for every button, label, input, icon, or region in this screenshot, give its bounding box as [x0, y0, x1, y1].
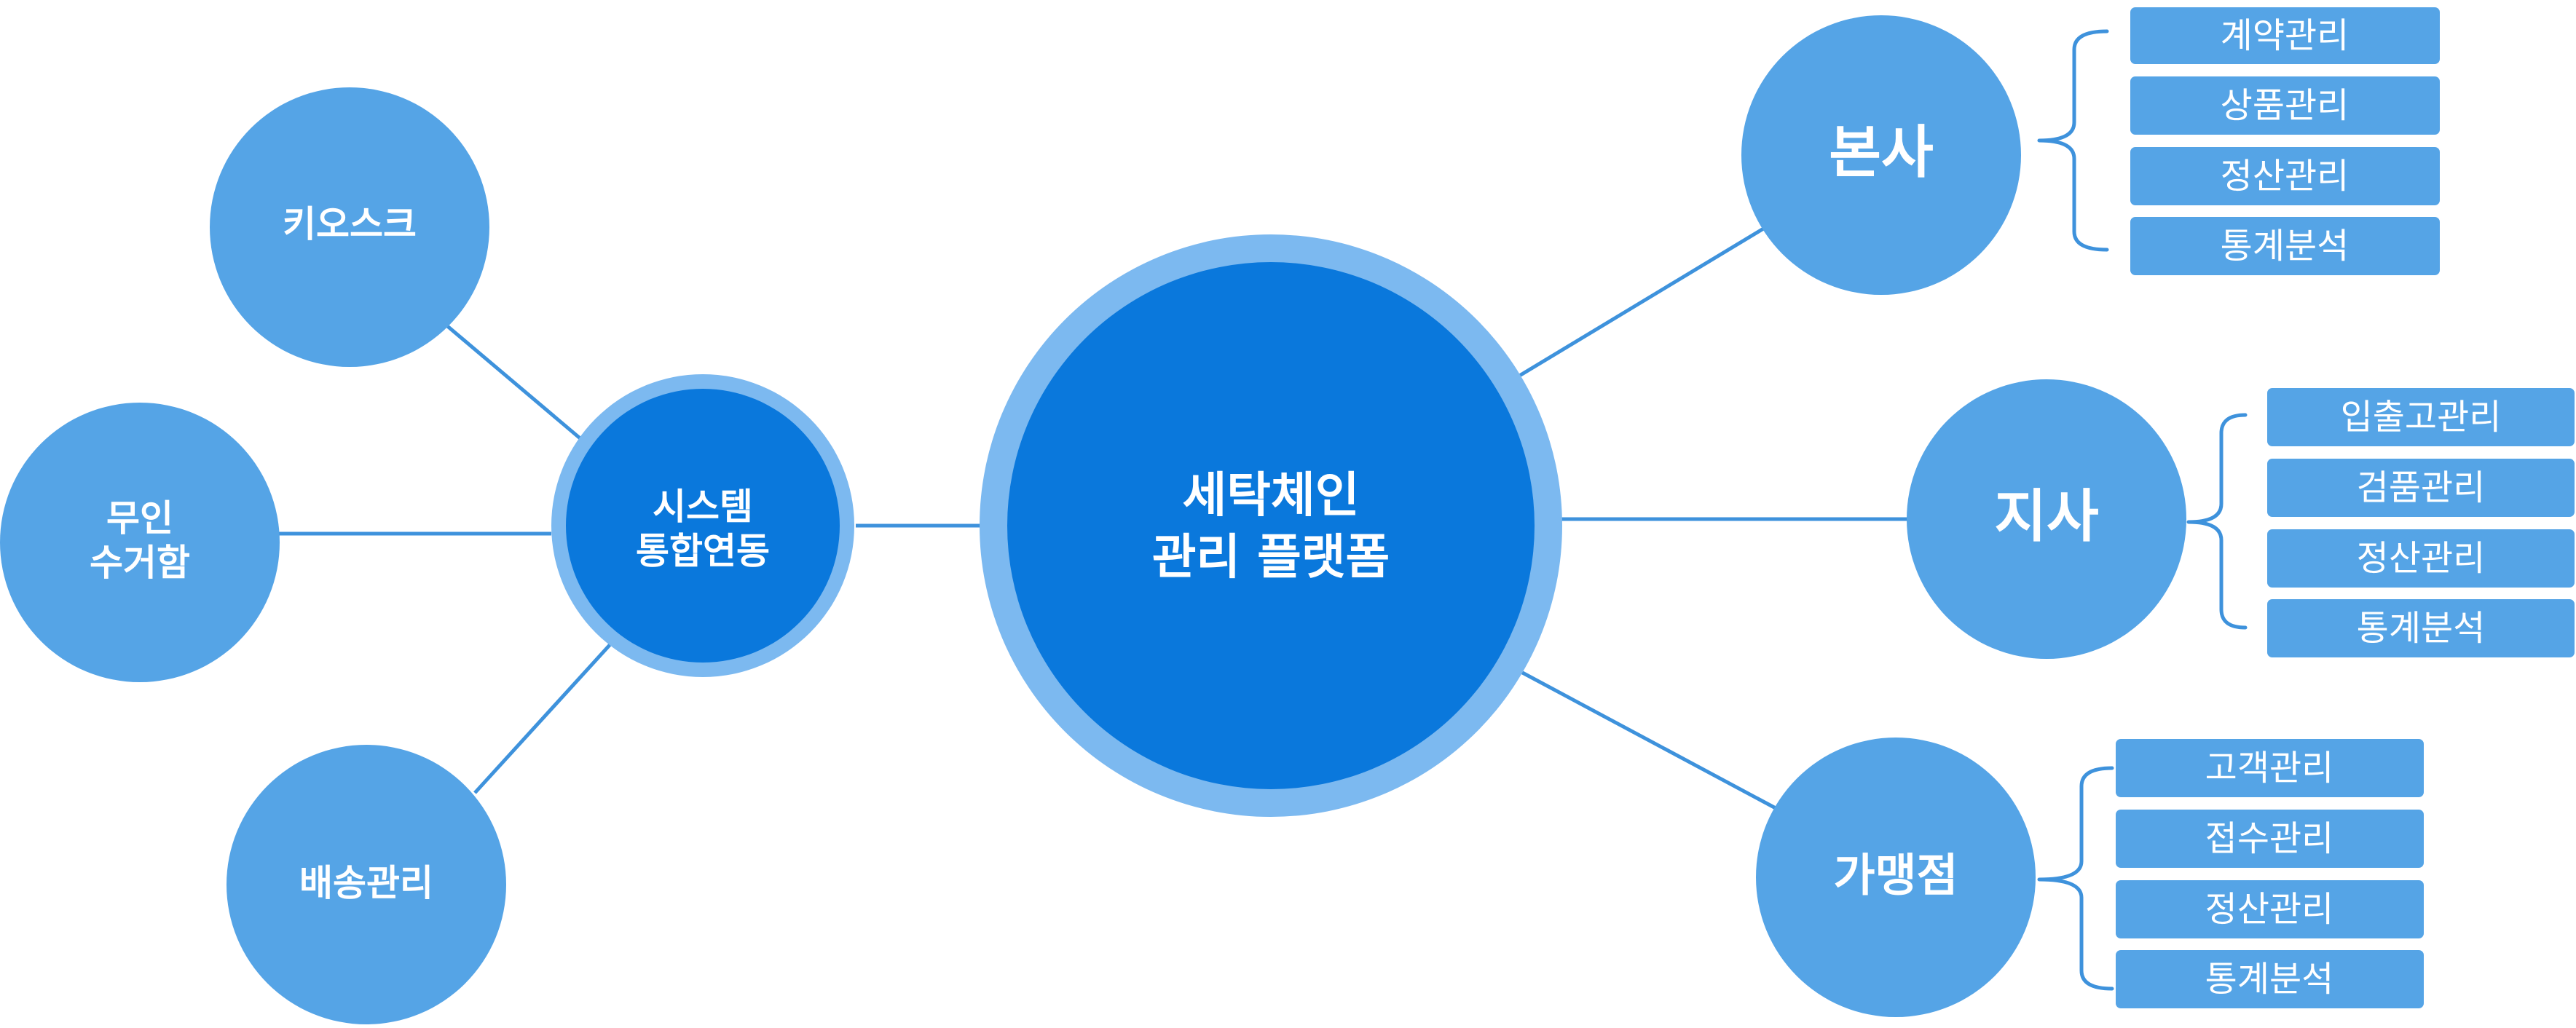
branch-item-box — [2267, 459, 2575, 517]
franchise-item-label: 통계분석 — [2205, 959, 2334, 1000]
headquarters-item-label: 상품관리 — [2221, 85, 2349, 126]
franchise-item-label: 접수관리 — [2205, 818, 2334, 859]
connector-integration-delivery — [473, 643, 612, 794]
headquarters-function-list: 계약관리 상품관리 정산관리 통계분석 — [2130, 7, 2440, 275]
center-hub-line2: 관리 플랫폼 — [1152, 529, 1390, 585]
franchise-function-list: 고객관리 접수관리 정산관리 통계분석 — [2116, 739, 2424, 1008]
branch-item-label: 입출고관리 — [2341, 397, 2502, 438]
integration-node-line2: 통합연동 — [636, 530, 770, 572]
dropbox-node: 무인 수거함 — [0, 403, 280, 682]
kiosk-node-circle — [210, 87, 489, 367]
connector-center-headquarters — [1516, 226, 1766, 379]
headquarters-item-label: 정산관리 — [2221, 156, 2349, 197]
delivery-node-label: 배송관리 — [299, 862, 433, 904]
branch-item-box — [2267, 388, 2575, 446]
delivery-node: 배송관리 — [227, 745, 506, 1024]
franchise-brace — [2037, 766, 2114, 991]
headquarters-brace — [2037, 29, 2109, 252]
integration-node-circle — [566, 389, 840, 663]
headquarters-node-label: 본사 — [1829, 120, 1934, 186]
integration-node-line1: 시스템 — [653, 486, 753, 528]
connector-lines — [279, 226, 1910, 810]
branch-node-label: 지사 — [1994, 484, 2099, 550]
branch-item-label: 검품관리 — [2357, 467, 2486, 508]
headquarters-node-circle — [1741, 15, 2021, 295]
franchise-node-circle — [1756, 738, 2036, 1017]
franchise-node: 가맹점 — [1756, 738, 2036, 1017]
branch-item-box — [2267, 529, 2575, 588]
franchise-item-label: 고객관리 — [2205, 748, 2334, 788]
branch-item-box — [2267, 599, 2575, 657]
franchise-item-box — [2116, 810, 2424, 868]
branch-item-label: 정산관리 — [2357, 538, 2486, 579]
connector-center-franchise — [1516, 668, 1777, 810]
connector-integration-kiosk — [444, 323, 584, 442]
franchise-node-label: 가맹점 — [1833, 849, 1958, 902]
headquarters-item-box — [2130, 147, 2440, 205]
headquarters-item-box — [2130, 217, 2440, 275]
branch-node-circle — [1907, 379, 2186, 659]
branch-item-label: 통계분석 — [2357, 608, 2486, 649]
headquarters-item-box — [2130, 7, 2440, 64]
dropbox-node-line2: 수거함 — [90, 542, 190, 584]
center-hub: 세탁체인 관리 플랫폼 — [980, 234, 1562, 817]
center-hub-line1: 세탁체인 — [1183, 467, 1360, 523]
dropbox-node-line1: 무인 — [106, 497, 173, 539]
branch-node: 지사 — [1907, 379, 2186, 659]
franchise-item-box — [2116, 739, 2424, 797]
delivery-node-circle — [227, 745, 506, 1024]
kiosk-node: 키오스크 — [210, 87, 489, 367]
kiosk-node-label: 키오스크 — [283, 203, 417, 245]
headquarters-node: 본사 — [1741, 15, 2021, 295]
braces — [2037, 29, 2248, 991]
franchise-item-box — [2116, 880, 2424, 938]
branch-brace — [2186, 413, 2248, 630]
integration-node: 시스템 통합연동 — [551, 374, 854, 677]
dropbox-node-circle — [0, 403, 280, 682]
headquarters-item-label: 계약관리 — [2221, 15, 2349, 56]
franchise-item-label: 정산관리 — [2205, 889, 2334, 930]
headquarters-item-box — [2130, 76, 2440, 135]
branch-function-list: 입출고관리 검품관리 정산관리 통계분석 — [2267, 388, 2575, 657]
franchise-item-box — [2116, 950, 2424, 1008]
center-hub-circle — [1007, 262, 1535, 789]
headquarters-item-label: 통계분석 — [2221, 226, 2349, 266]
